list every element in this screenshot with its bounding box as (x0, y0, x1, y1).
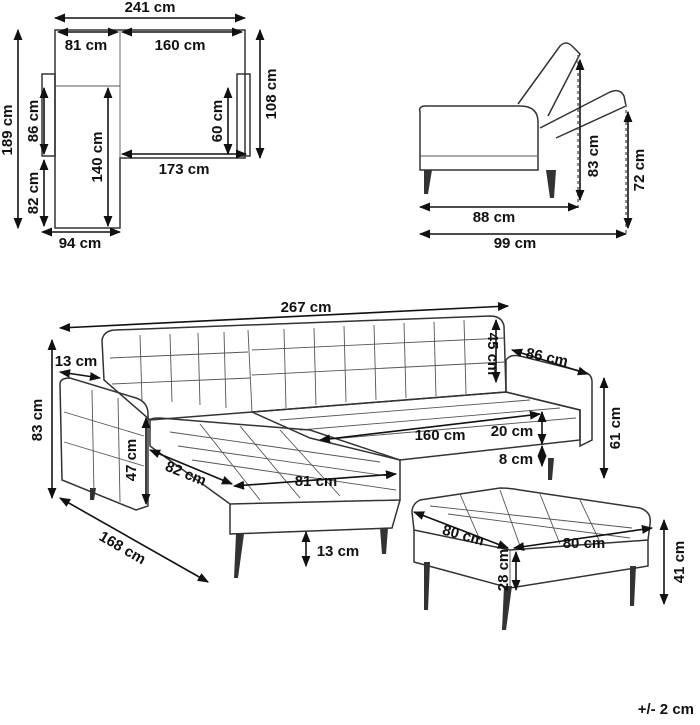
plan-chaise-length-label: 140 cm (89, 132, 106, 183)
plan-right-arm (236, 73, 251, 157)
plan-inner-depth-label: 60 cm (209, 100, 226, 143)
chaise-front-width-label: 82 cm (163, 458, 209, 490)
side-depth-reclined-label: 99 cm (494, 235, 537, 252)
plan-total-depth-label: 189 cm (0, 105, 16, 156)
sofa-leg-4 (548, 458, 554, 480)
perspective-sofa: 267 cm 13 cm 45 cm 83 cm 86 cm 61 cm 160… (29, 299, 624, 583)
backrest-split (247, 329, 253, 413)
ottoman-depth-label: 80 cm (440, 522, 486, 550)
dim-line-81-chaise (232, 470, 398, 490)
plan-seat-span-label: 173 cm (159, 161, 210, 178)
side-leg-front (424, 170, 432, 194)
dim-line-168 (59, 497, 209, 583)
sofa-leg-3 (380, 528, 388, 554)
dim-line-ott-80b (512, 525, 654, 551)
plan-main-width-label: 160 cm (155, 37, 206, 54)
side-height-upright-label: 83 cm (585, 135, 602, 178)
ottoman-leg-3 (630, 566, 636, 606)
dim-line-13-arm (58, 369, 102, 381)
seat-cushion-label: 20 cm (491, 423, 534, 440)
dim-line-ott-80a (412, 511, 510, 549)
back-height-label: 45 cm (484, 333, 501, 376)
ottoman-leg-1 (424, 562, 430, 610)
ottoman-width-label: 80 cm (563, 535, 606, 552)
leg-height-label: 13 cm (317, 543, 360, 560)
backrest-tufting (109, 319, 506, 409)
ottoman: 80 cm 80 cm 28 cm 41 cm (411, 487, 688, 630)
plan-view: 241 cm 81 cm 160 cm 189 cm 86 cm 82 cm 1… (0, 0, 280, 252)
sofa-chaise-base (229, 499, 401, 535)
side-backrest-upright (517, 42, 581, 117)
chaise-back-width-label: 81 cm (295, 473, 338, 490)
seat-length-label: 160 cm (415, 427, 466, 444)
plan-chaise-width-label: 81 cm (65, 37, 108, 54)
sofa-backrest (101, 315, 507, 421)
plan-chaise-outer-label: 94 cm (59, 235, 102, 252)
dim-line-160-seat (318, 410, 542, 444)
sofa-leg-2 (234, 534, 244, 578)
right-depth-label: 86 cm (524, 345, 569, 370)
ottoman-height-label: 41 cm (671, 541, 688, 584)
dim-line-86-depth (510, 348, 590, 376)
plan-total-width-label: 241 cm (125, 0, 176, 16)
sofa-leg-1 (90, 488, 96, 500)
plan-right-depth-label: 108 cm (263, 69, 280, 120)
side-height-reclined-label: 72 cm (631, 149, 648, 192)
overall-height-label: 83 cm (29, 399, 46, 442)
armrest-width-label: 13 cm (55, 353, 98, 370)
dim-line-82-chaise (148, 449, 234, 485)
armrest-tufting (63, 389, 145, 503)
overall-length-label: 267 cm (281, 299, 332, 316)
plan-back-depth-label: 86 cm (25, 100, 42, 143)
dim-line-267 (58, 302, 510, 332)
side-depth-upright-label: 88 cm (473, 209, 516, 226)
chaise-seat-height-label: 47 cm (123, 439, 140, 482)
plan-chaise-ext-label: 82 cm (25, 172, 42, 215)
ottoman-cushion-label: 28 cm (495, 549, 512, 592)
tolerance-note: +/- 2 cm (638, 701, 694, 718)
ottoman-top (411, 487, 652, 551)
seat-base-label: 8 cm (499, 451, 533, 468)
side-leg-back (546, 170, 556, 198)
side-backrest-reclined (539, 89, 627, 139)
sofa-chaise-seat (149, 417, 401, 505)
ottoman-leg-2 (502, 586, 512, 630)
side-height-label: 61 cm (607, 407, 624, 450)
side-sofa-body (418, 105, 539, 171)
side-view: 83 cm 72 cm 88 cm 99 cm (418, 42, 648, 252)
